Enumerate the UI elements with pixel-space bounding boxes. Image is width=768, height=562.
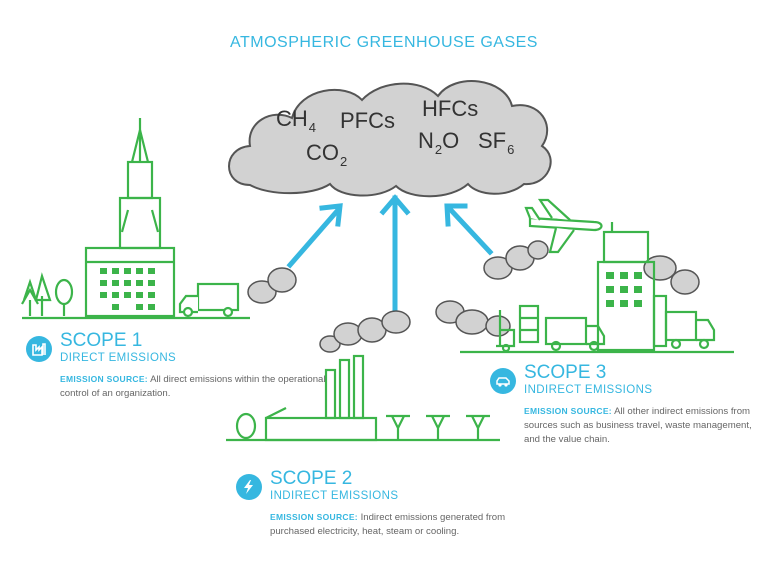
gas-ch4-sub: 4 xyxy=(308,120,317,135)
scope-2-heading: SCOPE 2 xyxy=(270,468,353,489)
gas-co2-base: CO xyxy=(306,140,339,165)
gas-n2o-tail: O xyxy=(442,128,460,153)
scope-1-source-text: All direct emissions within the operatio… xyxy=(60,374,326,399)
scope-1-description: EMISSION SOURCE: All direct emissions wi… xyxy=(60,372,330,401)
scope-1-heading: SCOPE 1 xyxy=(60,330,143,351)
scope-3-source-label: EMISSION SOURCE: xyxy=(524,406,612,416)
scope1-city xyxy=(21,118,250,320)
gas-co2: CO2 xyxy=(306,140,347,169)
lightning-icon xyxy=(236,474,262,500)
scope-3-description: EMISSION SOURCE: All other indirect emis… xyxy=(524,404,764,447)
gas-sf6: SF6 xyxy=(478,128,514,157)
gas-n2o-base: N xyxy=(418,128,434,153)
gas-n2o: N2O xyxy=(418,128,459,157)
scope3-industry xyxy=(460,222,734,354)
gas-hfcs: HFCs xyxy=(422,96,478,122)
scope-3-source-text: All other indirect emissions from source… xyxy=(524,406,752,445)
greenhouse-cloud xyxy=(228,80,552,198)
page-title: ATMOSPHERIC GREENHOUSE GASES xyxy=(230,34,538,51)
gas-co2-sub: 2 xyxy=(340,154,348,169)
scope-2-source-label: EMISSION SOURCE: xyxy=(270,512,358,522)
gas-ch4: CH4 xyxy=(276,106,316,135)
airplane-icon xyxy=(524,198,603,254)
factory-icon xyxy=(26,336,52,362)
gas-sf6-base: SF xyxy=(478,128,507,153)
scope-2-description: EMISSION SOURCE: Indirect emissions gene… xyxy=(270,510,520,539)
smoke-puffs xyxy=(247,240,700,353)
arrow-up-icon xyxy=(286,194,494,315)
gas-pfcs-base: PFCs xyxy=(340,108,395,133)
scope-1-source-label: EMISSION SOURCE: xyxy=(60,374,148,384)
gas-hfcs-base: HFCs xyxy=(422,96,479,121)
gas-ch4-base: CH xyxy=(276,106,308,131)
scope-2-source-text: Indirect emissions generated from purcha… xyxy=(270,512,506,537)
truck-icon xyxy=(178,282,240,318)
gas-sf6-sub: 6 xyxy=(507,142,515,157)
gas-pfcs: PFCs xyxy=(340,108,395,134)
scope-3-heading: SCOPE 3 xyxy=(524,362,607,383)
gas-n2o-sub: 2 xyxy=(434,142,443,157)
scope-3-subheading: INDIRECT EMISSIONS xyxy=(524,384,653,396)
scope2-power-plant xyxy=(226,354,500,442)
car-icon xyxy=(490,368,516,394)
scope-2-subheading: INDIRECT EMISSIONS xyxy=(270,490,399,502)
scope-1-subheading: DIRECT EMISSIONS xyxy=(60,352,177,364)
